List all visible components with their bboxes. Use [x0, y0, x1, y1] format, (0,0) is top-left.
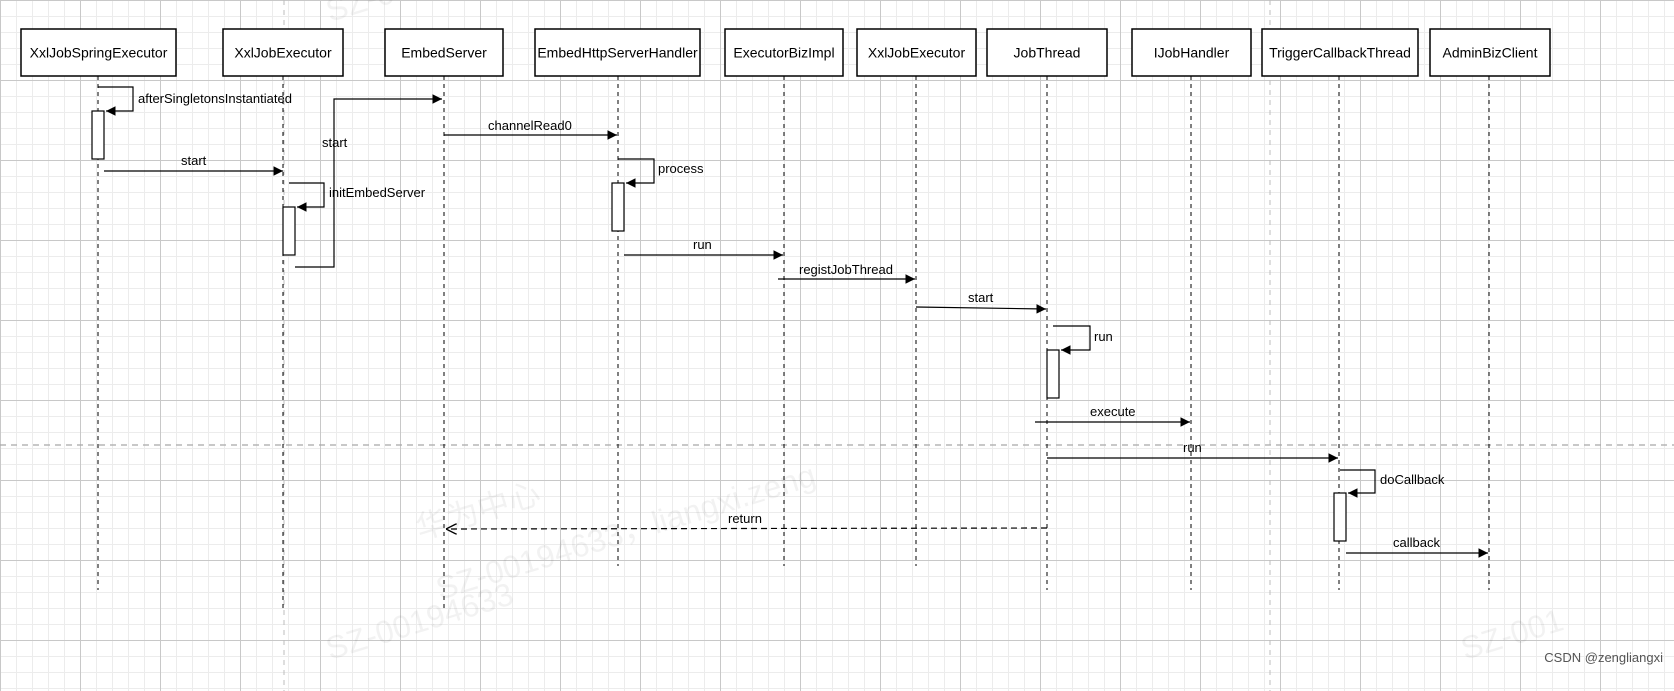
message-label: run: [1094, 329, 1113, 344]
message-label: execute: [1090, 404, 1136, 419]
participant-xxljobspringexecutor[interactable]: XxlJobSpringExecutor: [20, 28, 177, 77]
message-label: afterSingletonsInstantiated: [138, 91, 292, 106]
message-callback: callback: [1346, 535, 1488, 558]
message-run-callback-thread: run: [1047, 440, 1338, 463]
participant-ijobhandler[interactable]: IJobHandler: [1131, 28, 1252, 77]
participant-xxljobexecutor-1[interactable]: XxlJobExecutor: [222, 28, 344, 77]
participant-label: ExecutorBizImpl: [733, 45, 834, 61]
message-start-executor: start: [104, 153, 283, 176]
activation-xxljobexecutor: [282, 206, 296, 256]
footer-credit: CSDN @zengliangxi: [1544, 650, 1663, 665]
activation-triggercallbackthread: [1333, 492, 1347, 542]
message-run-job-thread: run: [1053, 325, 1113, 355]
watermark-center-cn: 华为中心: [412, 475, 545, 547]
message-arrow: [289, 182, 325, 212]
message-regist-job-thread: registJobThread: [778, 262, 915, 284]
message-label: initEmbedServer: [329, 185, 426, 200]
participant-label: XxlJobSpringExecutor: [30, 45, 168, 61]
message-label: callback: [1393, 535, 1440, 550]
participant-label: AdminBizClient: [1443, 45, 1538, 61]
participant-xxljobexecutor-2[interactable]: XxlJobExecutor: [856, 28, 977, 77]
participant-label: EmbedServer: [401, 45, 487, 61]
message-arrow: [295, 94, 442, 268]
activation-xxljobspringexecutor: [91, 110, 105, 160]
activations: [91, 110, 1347, 542]
message-label: return: [728, 511, 762, 526]
participant-label: XxlJobExecutor: [868, 45, 966, 61]
message-label: start: [322, 135, 348, 150]
messages: afterSingletonsInstantiated start initEm…: [98, 86, 1488, 558]
message-start-job-thread: start: [915, 290, 1047, 314]
message-label: process: [658, 161, 704, 176]
message-arrow: [618, 158, 655, 188]
message-label: run: [1183, 440, 1202, 455]
message-label: registJobThread: [799, 262, 893, 277]
watermark-top: SZ-00: [322, 0, 416, 29]
message-run-executor-biz: run: [624, 237, 783, 260]
activation-jobthread: [1046, 349, 1060, 399]
participant-label: JobThread: [1014, 45, 1081, 61]
message-process: process: [618, 158, 704, 188]
participant-label: IJobHandler: [1154, 45, 1230, 61]
message-arrow: [915, 304, 1047, 314]
participant-label: EmbedHttpServerHandler: [537, 45, 698, 61]
message-do-callback: doCallback: [1340, 469, 1445, 498]
message-channel-read0: channelRead0: [444, 118, 617, 140]
participant-executorbizimpl[interactable]: ExecutorBizImpl: [724, 28, 844, 77]
participant-embedserver[interactable]: EmbedServer: [384, 28, 504, 77]
participant-triggercallbackthread[interactable]: TriggerCallbackThread: [1261, 28, 1419, 77]
message-init-embed-server: initEmbedServer: [289, 182, 426, 212]
message-after-singletons-instantiated: afterSingletonsInstantiated: [98, 86, 292, 116]
message-label: start: [181, 153, 207, 168]
message-label: start: [968, 290, 994, 305]
participant-jobthread[interactable]: JobThread: [986, 28, 1108, 77]
participants: XxlJobSpringExecutor XxlJobExecutor Embe…: [20, 28, 1551, 77]
participant-label: XxlJobExecutor: [234, 45, 332, 61]
message-arrow: [1340, 469, 1376, 498]
message-arrow: [98, 86, 134, 116]
message-start-embed-server: start: [295, 94, 442, 268]
message-execute: execute: [1035, 404, 1190, 427]
watermark-layer: SZ-00 SZ-00194633 SZ-001 SZ-00194633，lia…: [322, 0, 1568, 667]
message-label: doCallback: [1380, 472, 1445, 487]
participant-adminbizclient[interactable]: AdminBizClient: [1429, 28, 1551, 77]
lifelines: [97, 76, 1490, 612]
message-label: channelRead0: [488, 118, 572, 133]
message-return: return: [446, 511, 1048, 529]
participant-label: TriggerCallbackThread: [1269, 45, 1411, 61]
message-arrow: [446, 528, 1048, 529]
message-arrow: [1053, 325, 1091, 355]
activation-embedhttpserverhandler: [611, 182, 625, 232]
watermark-center: SZ-00194633，liangxi.zeng: [432, 457, 820, 607]
message-label: run: [693, 237, 712, 252]
participant-embedhttpserverhandler[interactable]: EmbedHttpServerHandler: [534, 28, 701, 77]
